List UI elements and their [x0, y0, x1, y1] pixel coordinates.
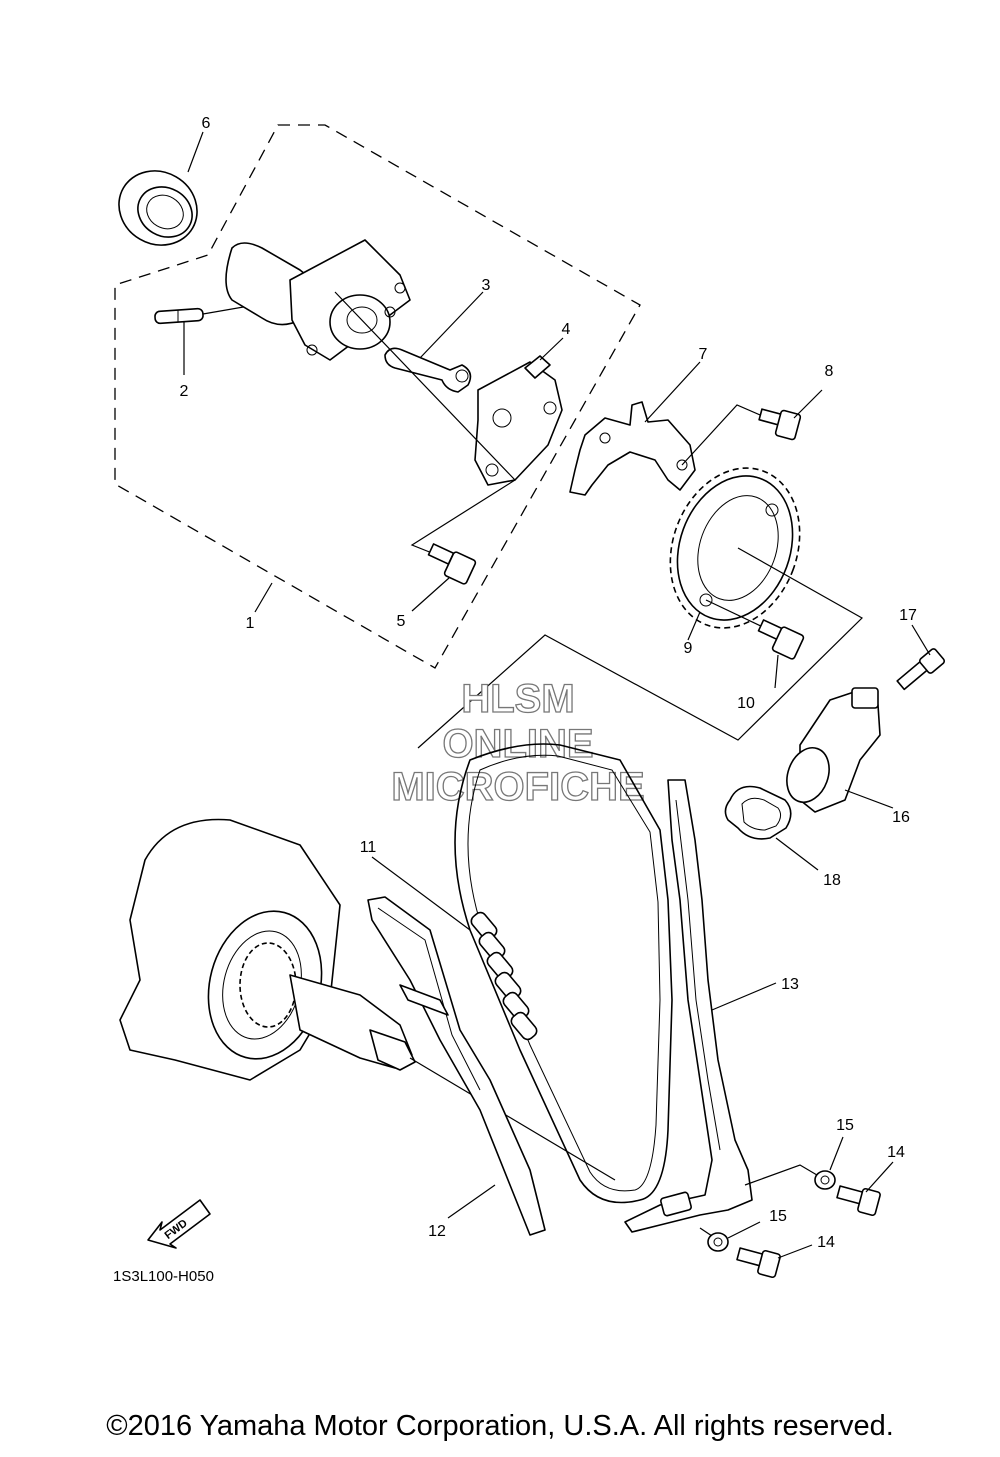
part-15-washer-lower — [707, 1232, 729, 1252]
part-15-washer-upper — [814, 1170, 836, 1190]
callout-9: 9 — [684, 640, 693, 657]
part-12-guide — [367, 896, 546, 1236]
callout-5: 5 — [397, 613, 406, 630]
part-4-plate — [474, 355, 563, 486]
callout-14-upper: 14 — [887, 1144, 905, 1161]
callout-8: 8 — [825, 363, 834, 380]
part-9-sprocket — [669, 467, 801, 629]
callout-13: 13 — [781, 976, 799, 993]
part-14-bolt-upper — [836, 1185, 881, 1217]
part-8-bolt — [758, 408, 802, 441]
part-11-chain — [454, 743, 673, 1204]
part-17-bolt — [896, 648, 946, 691]
callout-6: 6 — [202, 115, 211, 132]
callout-1: 1 — [246, 615, 255, 632]
part-13-tensioner-guide — [624, 779, 753, 1233]
callout-labels: 1 2 3 4 5 6 7 8 9 10 11 12 13 14 14 15 1… — [180, 115, 917, 1251]
callout-14-lower: 14 — [817, 1234, 835, 1251]
part-16-tensioner — [786, 687, 881, 813]
callout-4: 4 — [562, 321, 571, 338]
svg-text:HLSM: HLSM — [461, 677, 574, 721]
callout-12: 12 — [428, 1223, 446, 1240]
callout-15-upper: 15 — [836, 1117, 854, 1134]
diagram-code: 1S3L100-H050 — [113, 1268, 214, 1285]
callout-7: 7 — [699, 346, 708, 363]
callout-2: 2 — [180, 383, 189, 400]
part-6-bearing — [118, 170, 198, 246]
svg-text:MICROFICHE: MICROFICHE — [391, 765, 644, 809]
fwd-arrow-icon: FWD — [147, 1199, 211, 1249]
part-10-bolt — [757, 619, 805, 660]
part-18-gasket — [724, 785, 792, 840]
camshaft-assembly — [225, 239, 411, 361]
part-14-bolt-lower — [736, 1247, 781, 1279]
copyright-notice: ©2016 Yamaha Motor Corporation, U.S.A. A… — [106, 1410, 894, 1442]
watermark: HLSM ONLINE MICROFICHE — [391, 676, 646, 809]
callout-15-lower: 15 — [769, 1208, 787, 1225]
callout-10: 10 — [737, 695, 755, 712]
part-7-guide — [569, 401, 696, 496]
callout-16: 16 — [892, 809, 910, 826]
crankshaft — [119, 818, 416, 1081]
callout-17: 17 — [899, 607, 917, 624]
part-3-shaft — [384, 347, 472, 393]
callout-3: 3 — [482, 277, 491, 294]
part-5-bolt — [427, 543, 477, 585]
assembly-1-boundary — [114, 124, 641, 669]
callout-18: 18 — [823, 872, 841, 889]
callout-11: 11 — [360, 839, 377, 856]
part-2-pin — [154, 307, 204, 325]
